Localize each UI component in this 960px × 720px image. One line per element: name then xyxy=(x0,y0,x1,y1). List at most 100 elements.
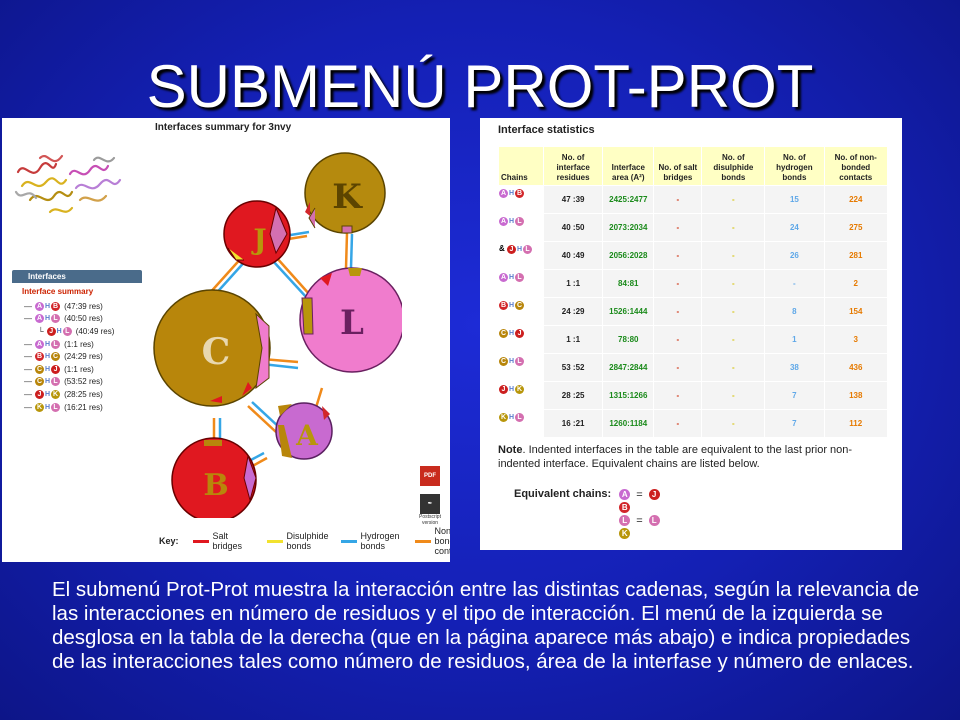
chain-badge-b: B xyxy=(619,502,631,513)
chain-badge-a: A xyxy=(499,273,508,282)
chain-node-b[interactable]: B xyxy=(171,437,257,518)
chain-badge-l: L xyxy=(515,217,525,226)
equals-sign: = xyxy=(636,488,643,501)
key-title: Key: xyxy=(159,536,179,546)
interface-link-icon: H xyxy=(45,353,51,361)
cell-res: 40 :49 xyxy=(542,241,604,270)
menu-item-residues: (40:49 res) xyxy=(75,326,115,336)
chain-badge-l: L xyxy=(515,357,525,366)
chain-badge-j: J xyxy=(51,364,61,374)
cell-salt: - xyxy=(653,297,703,326)
chain-badge-l: L xyxy=(619,515,631,526)
postscript-download-icon[interactable]: ✒ xyxy=(420,494,440,514)
chain-node-j[interactable]: J xyxy=(223,200,291,268)
chain-badge-k: K xyxy=(515,385,525,394)
key-label: Hydrogen bonds xyxy=(360,531,400,551)
tree-branch-icon: — xyxy=(24,339,32,349)
chain-badge-b: B xyxy=(51,301,61,311)
cell-res: 1 :1 xyxy=(542,325,604,354)
cell-hb: 8 xyxy=(764,297,825,326)
cell-dis: - xyxy=(701,185,766,214)
pdf-download-icon[interactable]: PDF xyxy=(420,466,440,486)
svg-text:J: J xyxy=(250,223,266,256)
cell-dis: - xyxy=(701,241,766,270)
cell-nb: 138 xyxy=(823,381,889,410)
key-label: Non-bonded contacts xyxy=(434,526,450,556)
chain-badge-b: B xyxy=(515,189,525,198)
equivalent-prefix: & xyxy=(499,244,507,253)
cell-salt: - xyxy=(653,381,703,410)
cell-hb: 7 xyxy=(764,409,825,438)
cell-dis: - xyxy=(701,297,766,326)
tree-branch-icon: — xyxy=(24,402,32,412)
cell-area: 1260:1184 xyxy=(602,409,655,438)
svg-text:A: A xyxy=(295,419,319,452)
download-icons: PDF ✒ Postscript version xyxy=(419,466,441,526)
column-header: Chains xyxy=(498,146,544,186)
chain-badge-l: L xyxy=(515,413,525,422)
cell-res: 28 :25 xyxy=(542,381,604,410)
interface-link-icon: H xyxy=(509,190,515,197)
cell-dis: - xyxy=(701,269,766,298)
cell-hb: 7 xyxy=(764,381,825,410)
tree-branch-icon: — xyxy=(24,314,32,324)
cell-area: 2056:2028 xyxy=(602,241,655,270)
bond-j-l-nb xyxy=(275,256,311,296)
menu-summary-link[interactable]: Interface summary xyxy=(22,287,94,296)
key-item: Non-bonded contacts xyxy=(414,526,450,556)
chain-badge-j: J xyxy=(507,245,516,254)
protein-structure-image xyxy=(14,154,122,214)
key-item: Disulphide bonds xyxy=(266,526,331,556)
interface-link-icon: H xyxy=(45,315,51,323)
cell-res: 40 :50 xyxy=(542,213,604,242)
cell-salt: - xyxy=(653,409,703,438)
cell-area: 78:80 xyxy=(602,325,655,354)
chain-node-l[interactable]: L xyxy=(299,267,402,373)
chain-node-c[interactable]: C xyxy=(153,289,271,407)
interface-link-icon: H xyxy=(509,358,515,365)
key-line-swatch xyxy=(340,539,357,543)
chain-badge-c: C xyxy=(499,357,508,366)
statistics-title: Interface statistics xyxy=(498,124,595,136)
chain-badge-j: J xyxy=(648,489,660,500)
column-header: Interface area (A²) xyxy=(602,146,655,186)
menu-header[interactable]: Interfaces xyxy=(12,270,142,283)
chain-badge-c: C xyxy=(35,364,44,374)
cell-nb: 3 xyxy=(823,325,889,354)
slide-body-text: El submenú Prot-Prot muestra la interacc… xyxy=(52,578,920,673)
tree-branch-icon: — xyxy=(24,377,32,387)
key-line-swatch xyxy=(266,539,283,543)
chain-badge-c: C xyxy=(499,329,508,338)
cell-salt: - xyxy=(653,325,703,354)
chain-badge-a: A xyxy=(35,301,44,311)
chain-node-k[interactable]: K xyxy=(304,152,386,234)
chain-badge-c: C xyxy=(51,352,61,362)
chain-node-a[interactable]: A xyxy=(275,402,333,460)
interface-link-icon: H xyxy=(509,302,515,309)
